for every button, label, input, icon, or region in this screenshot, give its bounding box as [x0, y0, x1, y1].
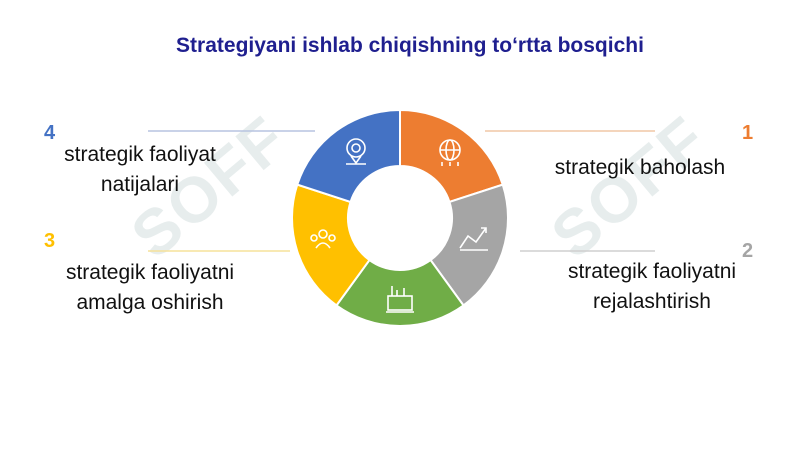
step-label-3-line1: strategik faoliyatni — [65, 261, 235, 284]
globe-network-icon — [439, 139, 461, 166]
step-label-4-line2: natijalari — [100, 173, 180, 196]
step-label-2-line2: rejalashtirish — [593, 290, 711, 313]
step-label-3: strategik faoliyatni amalga oshirish — [30, 258, 270, 318]
step-label-2: strategik faoliyatni rejalashtirish — [532, 257, 772, 317]
segment-1-orange — [399, 108, 504, 204]
segment-3-yellow — [291, 183, 371, 307]
target-pin-icon — [346, 138, 366, 165]
step-number-1: 1 — [742, 122, 754, 144]
segment-2-gray — [429, 183, 509, 307]
segment-green — [335, 258, 465, 327]
step-label-4-line1: strategik faoliyat — [64, 143, 216, 166]
step-number-3: 3 — [44, 230, 56, 252]
step-label-4: strategik faoliyat natijalari — [30, 140, 250, 200]
page-title: Strategiyani ishlab chiqishning to‘rtta … — [176, 34, 644, 57]
factory-icon — [386, 286, 414, 313]
segment-4-blue — [296, 108, 401, 204]
line-chart-icon — [459, 227, 488, 251]
step-label-2-line1: strategik faoliyatni — [567, 260, 737, 283]
step-number-4: 4 — [44, 122, 56, 144]
team-icon — [310, 229, 336, 249]
step-label-1-line1: strategik baholash — [554, 156, 726, 179]
step-label-3-line2: amalga oshirish — [76, 291, 224, 314]
step-number-2: 2 — [742, 240, 754, 262]
step-label-1: strategik baholash — [520, 153, 760, 183]
